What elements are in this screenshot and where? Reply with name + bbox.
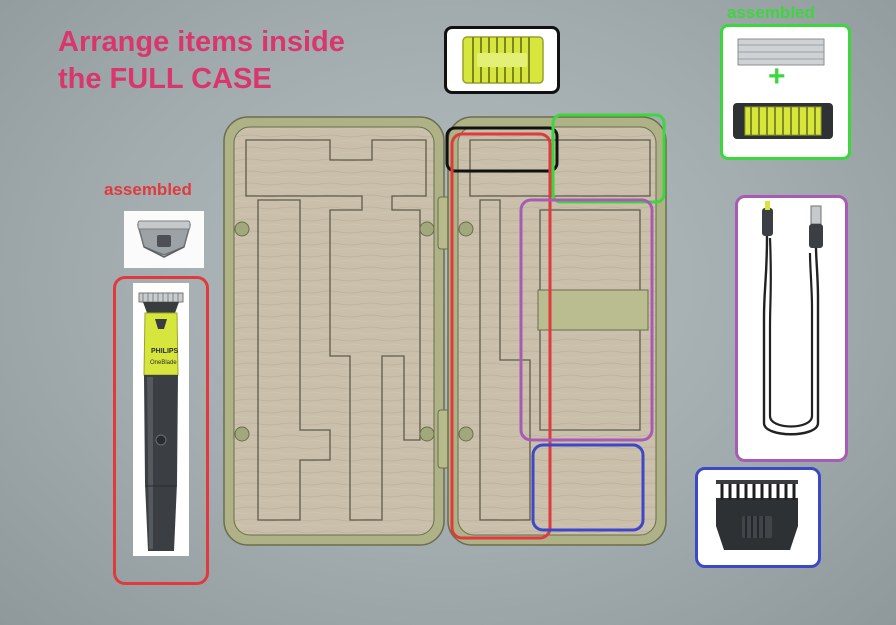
black-group-frame-spare-blade [444,26,560,94]
shaver-model-text: OneBlade [150,360,177,366]
green-group-frame-blade-assembled [720,24,851,160]
assembled-label-green: assembled [727,3,815,22]
case-right-half [447,116,667,546]
spare-blade-icon [462,36,544,84]
heading-line-1: Arrange items inside [58,26,345,58]
assembled-label-red: assembled [104,180,192,199]
red-slot-marker [450,132,552,540]
plus-sign: + [768,60,786,93]
shaver-brand-text: PHILIPS [151,348,179,355]
shaver-photo [133,283,189,556]
case-left-half [223,116,445,546]
black-slot-marker [445,126,559,173]
red-group-frame-shaver [113,276,209,585]
blue-slot-marker [531,443,645,532]
green-slot-marker [551,113,666,204]
comb-attachment-icon [716,480,798,550]
shaver-head-photo [124,211,204,268]
blue-group-frame-comb [695,467,821,568]
case-strap [537,289,649,331]
charging-cable-icon [762,201,823,436]
purple-group-frame-cable [735,195,848,462]
instruction-heading: Arrange items inside the FULL CASE [58,24,345,98]
purple-slot-marker [519,198,654,442]
heading-line-2: the FULL CASE [58,63,272,95]
